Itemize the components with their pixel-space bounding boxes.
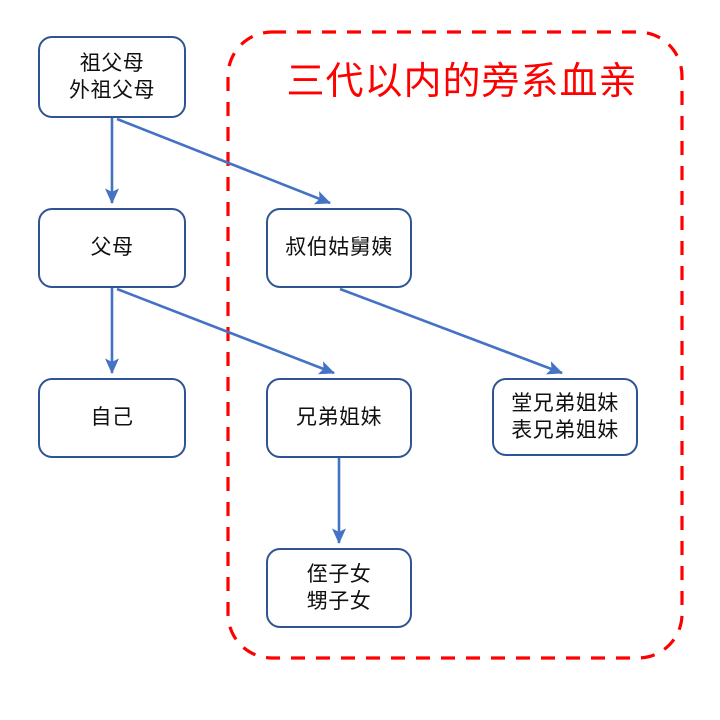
node-grandparents[interactable]: 祖父母 外祖父母	[38, 36, 186, 118]
edge-parents-to-siblings	[116, 287, 335, 375]
collateral-region-title: 三代以内的旁系血亲	[286, 59, 638, 103]
node-grandparents-line-1: 祖父母	[79, 50, 145, 75]
edge-uncles-to-cousins	[339, 287, 563, 375]
node-nephews-line-1: 侄子女	[306, 561, 372, 586]
node-uncles-line-1: 叔伯姑舅姨	[285, 235, 393, 260]
node-grandparents-line-2: 外祖父母	[69, 78, 155, 102]
edge-grandparents-to-uncles	[116, 117, 331, 205]
node-cousins-line-2: 表兄弟姐妹	[511, 418, 619, 442]
node-siblings-line-1: 兄弟姐妹	[296, 405, 382, 430]
node-parents-line-1: 父母	[90, 235, 134, 260]
node-uncles[interactable]: 叔伯姑舅姨	[266, 208, 412, 288]
node-self-line-1: 自己	[90, 405, 134, 430]
node-cousins[interactable]: 堂兄弟姐妹 表兄弟姐妹	[492, 378, 638, 456]
node-self[interactable]: 自己	[38, 378, 186, 458]
node-siblings[interactable]: 兄弟姐妹	[266, 378, 412, 458]
node-nephews[interactable]: 侄子女 甥子女	[266, 548, 412, 628]
node-cousins-line-1: 堂兄弟姐妹	[511, 390, 619, 415]
node-nephews-line-2: 甥子女	[306, 589, 372, 613]
node-parents[interactable]: 父母	[38, 208, 186, 288]
